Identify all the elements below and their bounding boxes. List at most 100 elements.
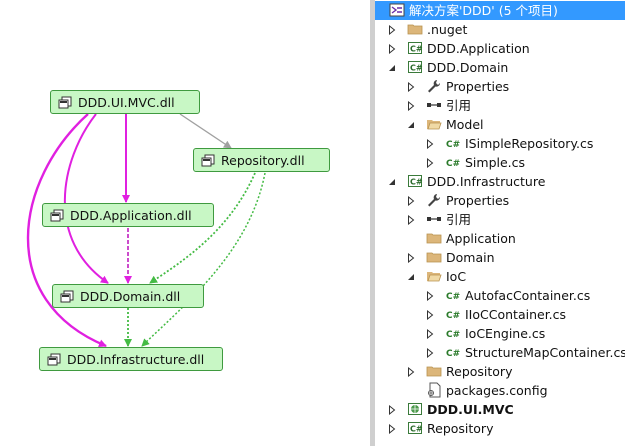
expand-arrow-icon[interactable] [387,400,397,419]
tree-item-label: IoCEngine.cs [465,326,546,341]
collapse-arrow-icon[interactable] [387,172,397,191]
wrench-icon [426,192,442,208]
tree-item[interactable]: C#DDD.Application [375,39,625,58]
node-label: DDD.Application.dll [70,207,192,223]
node-label: Repository.dll [221,152,305,168]
edge-mvc-repository [179,113,232,149]
tree-item[interactable]: Properties [375,77,625,96]
tree-item-label: DDD.UI.MVC [427,402,514,417]
tree-item-label: StructureMapContainer.cs [465,345,625,360]
tree-item[interactable]: Repository [375,362,625,381]
node-label: DDD.Domain.dll [80,288,181,304]
expand-arrow-icon[interactable] [387,20,397,39]
tree-item[interactable]: C#AutofacContainer.cs [375,286,625,305]
svg-text:C#: C# [410,425,423,434]
web-project-icon [407,401,423,417]
tree-item[interactable]: Domain [375,248,625,267]
svg-text:C#: C# [446,159,460,169]
tree-item[interactable]: C#Repository [375,419,625,438]
node-ddd-domain[interactable]: DDD.Domain.dll [52,284,204,308]
edge-mvc-domain [63,113,109,284]
expand-arrow-icon[interactable] [425,153,435,172]
csharp-file-icon: C# [445,306,461,322]
dependency-graph: DDD.UI.MVC.dll Repository.dll DDD.Applic… [26,90,330,371]
tree-item-label: 引用 [446,98,472,113]
collapse-arrow-icon[interactable] [406,267,416,286]
graph-edges [26,113,266,348]
expand-arrow-icon[interactable] [425,305,435,324]
node-label: DDD.UI.MVC.dll [78,94,175,110]
tree-item[interactable]: C#IIoCContainer.cs [375,305,625,324]
tree-item[interactable]: C#DDD.Domain [375,58,625,77]
svg-text:C#: C# [446,292,460,302]
svg-text:C#: C# [410,178,423,187]
tree-item-label: packages.config [446,383,548,398]
tree-item-label: .nuget [427,22,468,37]
node-ddd-application[interactable]: DDD.Application.dll [42,203,214,227]
csharp-file-icon: C# [445,135,461,151]
tree-item-label: DDD.Domain [427,60,509,75]
edge-repository-infrastructure [141,172,266,347]
collapse-arrow-icon[interactable] [406,115,416,134]
expand-arrow-icon[interactable] [406,191,416,210]
assembly-icon [58,96,72,109]
tree-item[interactable]: Application [375,229,625,248]
svg-text:C#: C# [446,311,460,321]
expand-arrow-icon[interactable] [406,96,416,115]
expand-arrow-icon[interactable] [425,286,435,305]
tree-item[interactable]: DDD.UI.MVC [375,400,625,419]
svg-text:C#: C# [446,140,460,150]
assembly-icon [50,209,64,222]
folder-icon [426,249,442,265]
tree-item-label: Simple.cs [465,155,526,170]
tree-item-label: Model [446,117,484,132]
expand-arrow-icon[interactable] [387,39,397,58]
node-ddd-ui-mvc[interactable]: DDD.UI.MVC.dll [50,90,200,114]
folder-open-icon [426,268,442,284]
tree-item[interactable]: .nuget [375,20,625,39]
tree-item[interactable]: Model [375,115,625,134]
tree-item[interactable]: C# DDD.Infrastructure [375,172,625,191]
tree-item[interactable]: 解决方案'DDD' (5 个项目) [375,1,625,20]
node-repository[interactable]: Repository.dll [193,148,330,172]
tree-item[interactable]: 引用 [375,96,625,115]
tree-item-label: Properties [446,193,510,208]
csharp-file-icon: C# [445,287,461,303]
tree-item[interactable]: C#IoCEngine.cs [375,324,625,343]
panel-splitter[interactable] [370,0,375,446]
tree-item[interactable]: Properties [375,191,625,210]
folder-icon [407,21,423,37]
csharp-file-icon: C# [445,344,461,360]
references-icon [426,211,442,227]
csharp-file-icon: C# [445,154,461,170]
csharp-project-icon: C# [407,40,423,56]
collapse-arrow-icon[interactable] [387,58,397,77]
tree-item[interactable]: C# StructureMapContainer.cs [375,343,625,362]
tree-item-label: IoC [446,269,467,284]
tree-item[interactable]: 引用 [375,210,625,229]
expand-arrow-icon[interactable] [425,134,435,153]
expand-arrow-icon[interactable] [406,248,416,267]
csharp-project-icon: C# [407,173,423,189]
tree-item-label: ISimpleRepository.cs [465,136,594,151]
tree-item-label: 引用 [446,212,472,227]
expand-arrow-icon[interactable] [425,324,435,343]
tree-item[interactable]: packages.config [375,381,625,400]
svg-text:C#: C# [446,349,460,359]
assembly-icon [47,353,61,366]
node-label: DDD.Infrastructure.dll [67,351,205,367]
tree-item[interactable]: C# ISimpleRepository.cs [375,134,625,153]
expand-arrow-icon[interactable] [387,419,397,438]
assembly-icon [60,290,74,303]
tree-item-label: DDD.Infrastructure [427,174,546,189]
tree-item-label: Properties [446,79,510,94]
expand-arrow-icon[interactable] [406,362,416,381]
tree-item[interactable]: C# Simple.cs [375,153,625,172]
tree-item[interactable]: IoC [375,267,625,286]
expand-arrow-icon[interactable] [406,77,416,96]
expand-arrow-icon[interactable] [425,343,435,362]
expand-arrow-icon[interactable] [406,210,416,229]
node-ddd-infrastructure[interactable]: DDD.Infrastructure.dll [39,347,223,371]
folder-open-icon [426,116,442,132]
